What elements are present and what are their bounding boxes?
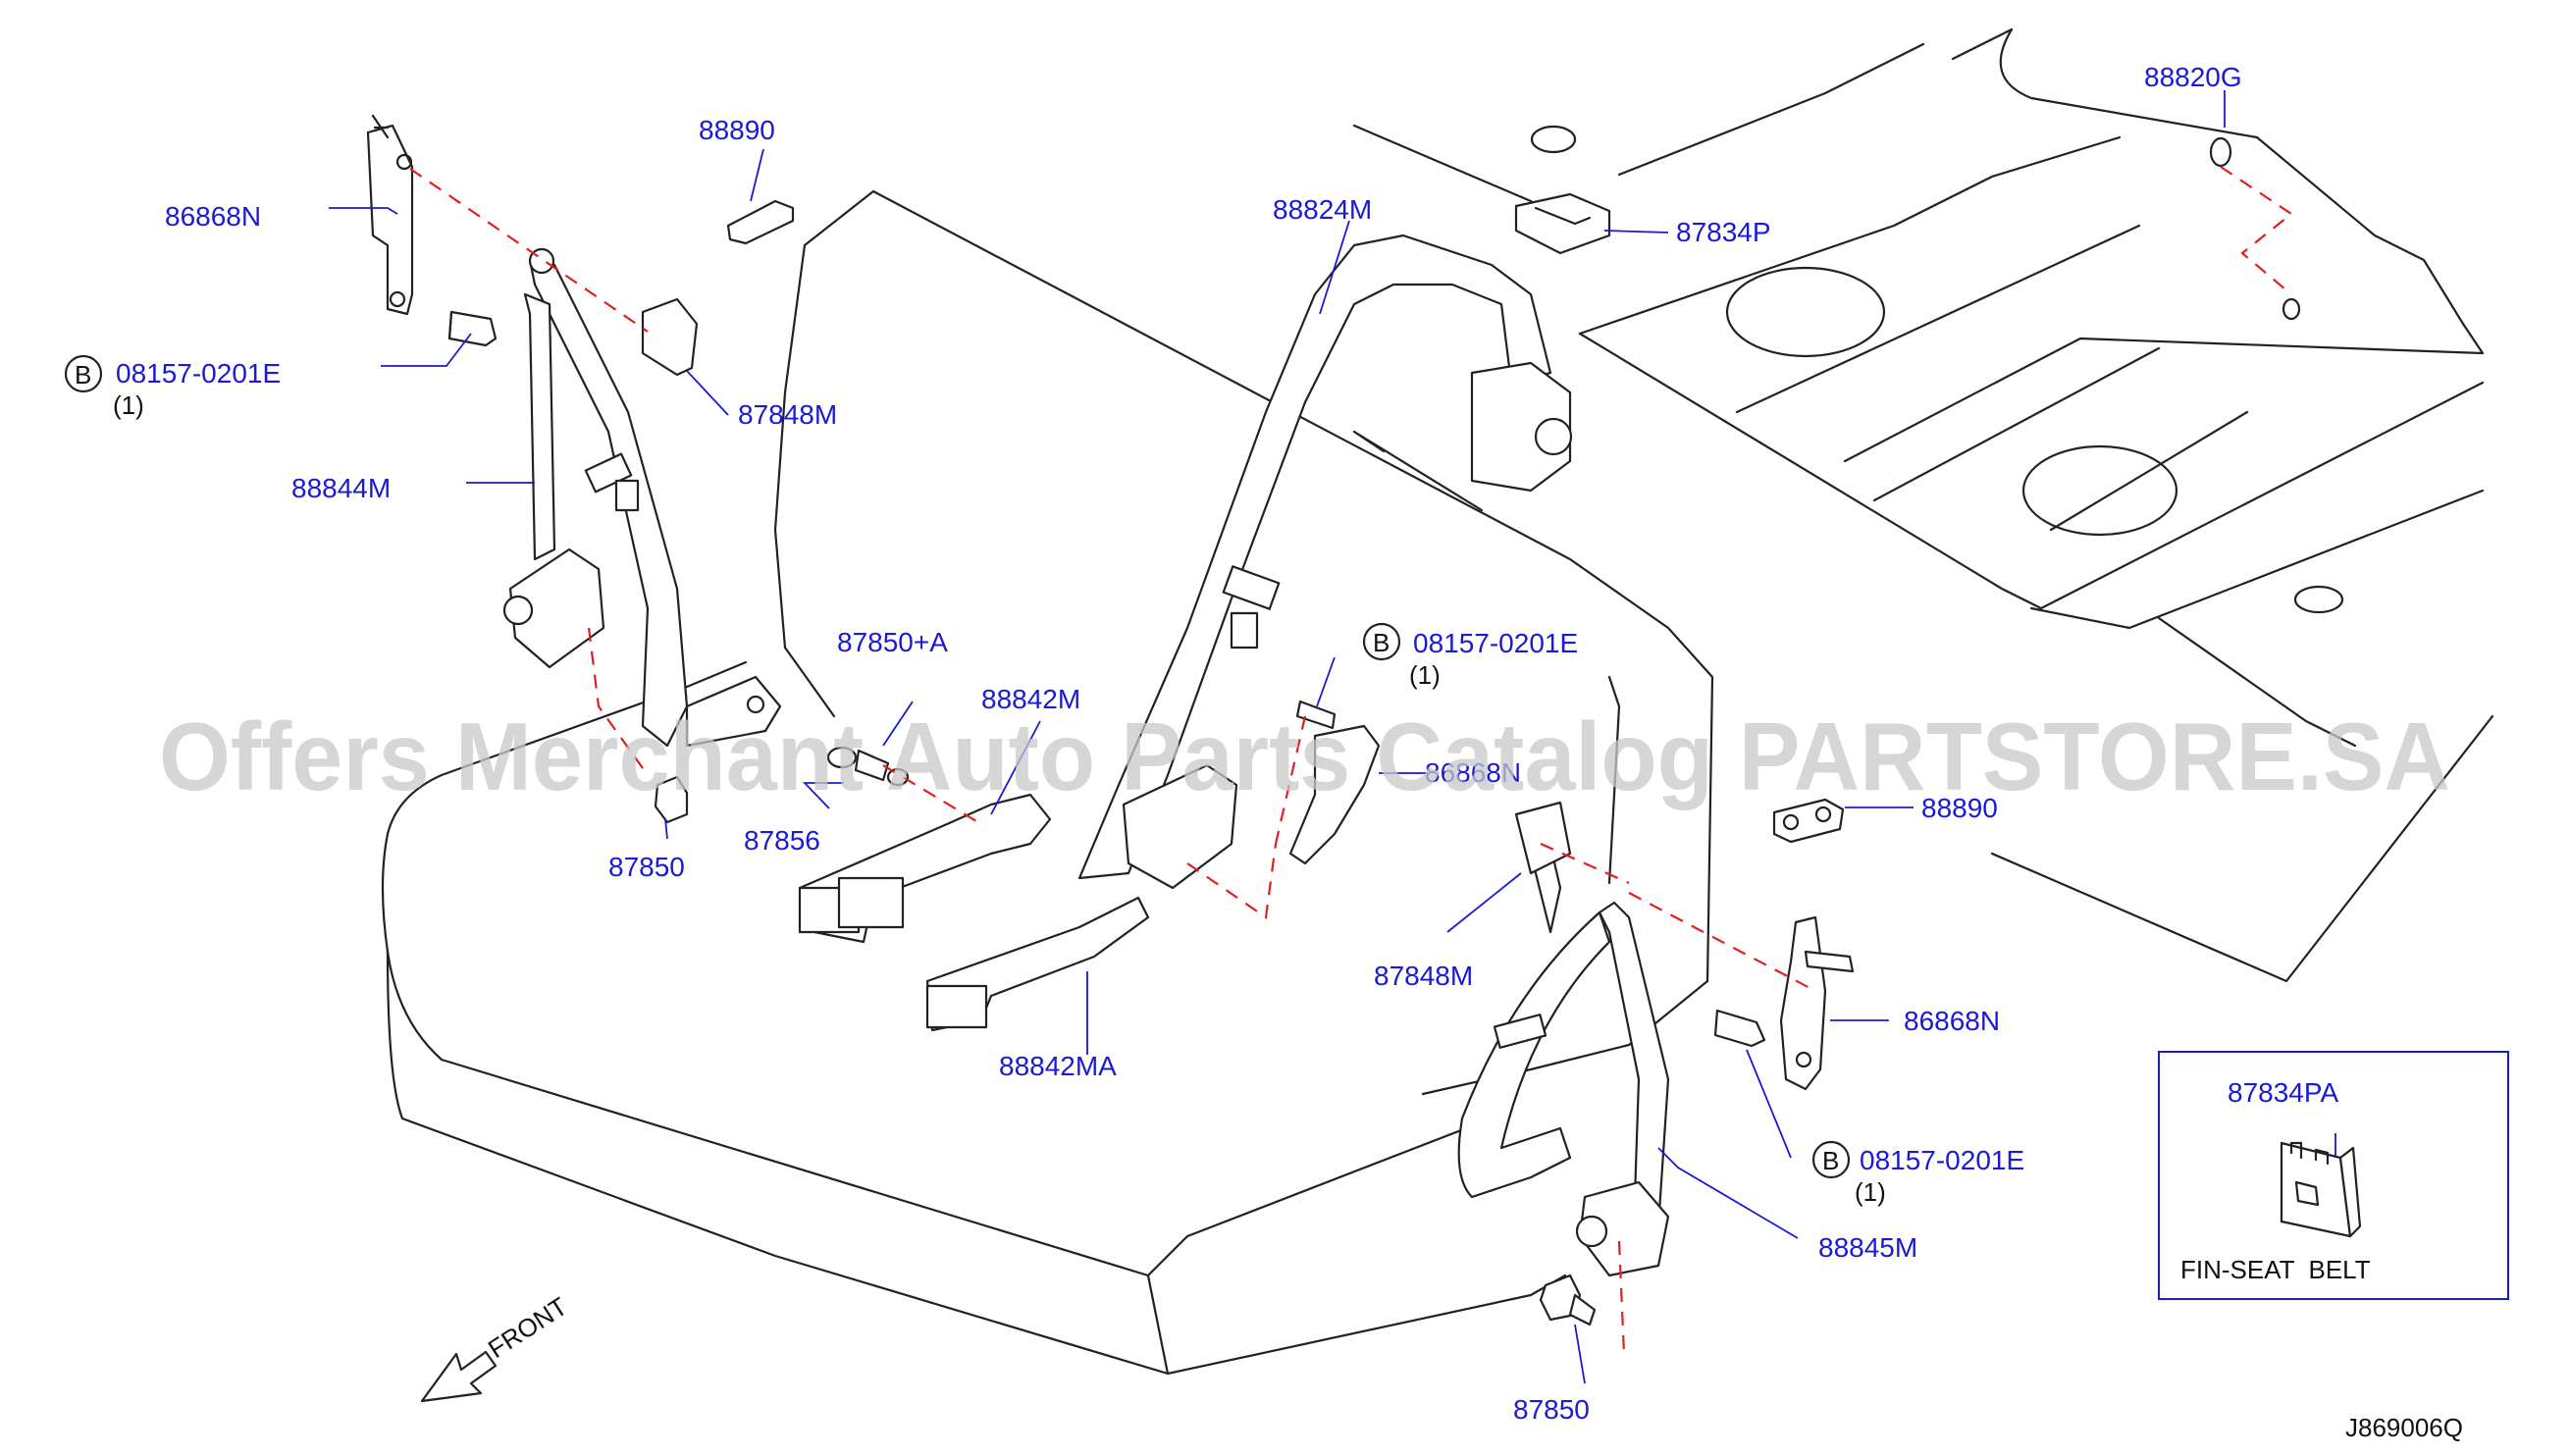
label-88842MA: 88842MA (999, 1051, 1117, 1081)
right-belt-assembly (1457, 801, 1855, 1326)
label-08157-left: 08157-0201E (116, 358, 281, 389)
bolt-marker-icon: B (1362, 622, 1401, 661)
bolt-marker-icon: B (64, 354, 103, 393)
label-87848M-left: 87848M (738, 399, 837, 430)
label-86868N-right: 86868N (1904, 1006, 2000, 1036)
label-87850-right: 87850 (1513, 1394, 1590, 1425)
rear-parcel-shelf (1352, 27, 2494, 983)
front-arrow-icon: FRONT (420, 1291, 573, 1403)
rear-seat-outline (381, 189, 1714, 1376)
label-87834P: 87834P (1676, 217, 1771, 247)
label-88820G: 88820G (2144, 62, 2242, 92)
inset-caption: FIN-SEAT BELT (2180, 1255, 2371, 1284)
label-87856: 87856 (744, 825, 820, 856)
label-88842M: 88842M (981, 684, 1080, 714)
label-88824M: 88824M (1273, 194, 1372, 225)
label-08157-right-qty: (1) (1855, 1177, 1886, 1207)
label-88844M: 88844M (291, 473, 391, 503)
diagram-code: J869006Q (2345, 1413, 2463, 1442)
leader-lines (329, 90, 2336, 1384)
label-08157-center-qty: (1) (1409, 660, 1441, 690)
label-88845M: 88845M (1818, 1232, 1917, 1263)
alignment-lines (409, 166, 2293, 1355)
part-labels: 88890 86868N 08157-0201E (1) 87848M 8884… (113, 62, 2242, 1425)
inset-fin-seat-belt: 87834PA FIN-SEAT BELT (2158, 1051, 2509, 1300)
label-88890-right: 88890 (1921, 793, 1998, 823)
center-buckles (798, 746, 1150, 1032)
label-87850-left: 87850 (608, 852, 685, 882)
label-08157-right: 08157-0201E (1860, 1145, 2024, 1175)
inset-part-label: 87834PA (2228, 1077, 2338, 1108)
label-87850A: 87850+A (837, 627, 948, 657)
label-86868N-center: 86868N (1425, 757, 1521, 788)
left-belt-assembly (366, 114, 782, 824)
watermark: Offers Merchant Auto Parts Catalog PARTS… (159, 702, 2450, 810)
bolt-marker-icon: B (1811, 1140, 1851, 1179)
svg-text:B: B (1822, 1146, 1839, 1175)
plug-88890-top (726, 199, 795, 245)
label-86868N-left: 86868N (165, 201, 261, 232)
front-label: FRONT (483, 1291, 573, 1364)
clip-87834P (1514, 192, 1611, 255)
label-88890-top: 88890 (699, 115, 775, 145)
label-87848M-right: 87848M (1374, 961, 1473, 991)
grommet-88820G (2209, 136, 2301, 321)
svg-text:B: B (1373, 628, 1390, 657)
label-08157-left-qty: (1) (113, 390, 144, 420)
label-08157-center: 08157-0201E (1413, 628, 1578, 658)
svg-text:B: B (75, 360, 91, 390)
plug-88890-right (1772, 798, 1845, 844)
center-belt-assembly (1077, 234, 1573, 890)
